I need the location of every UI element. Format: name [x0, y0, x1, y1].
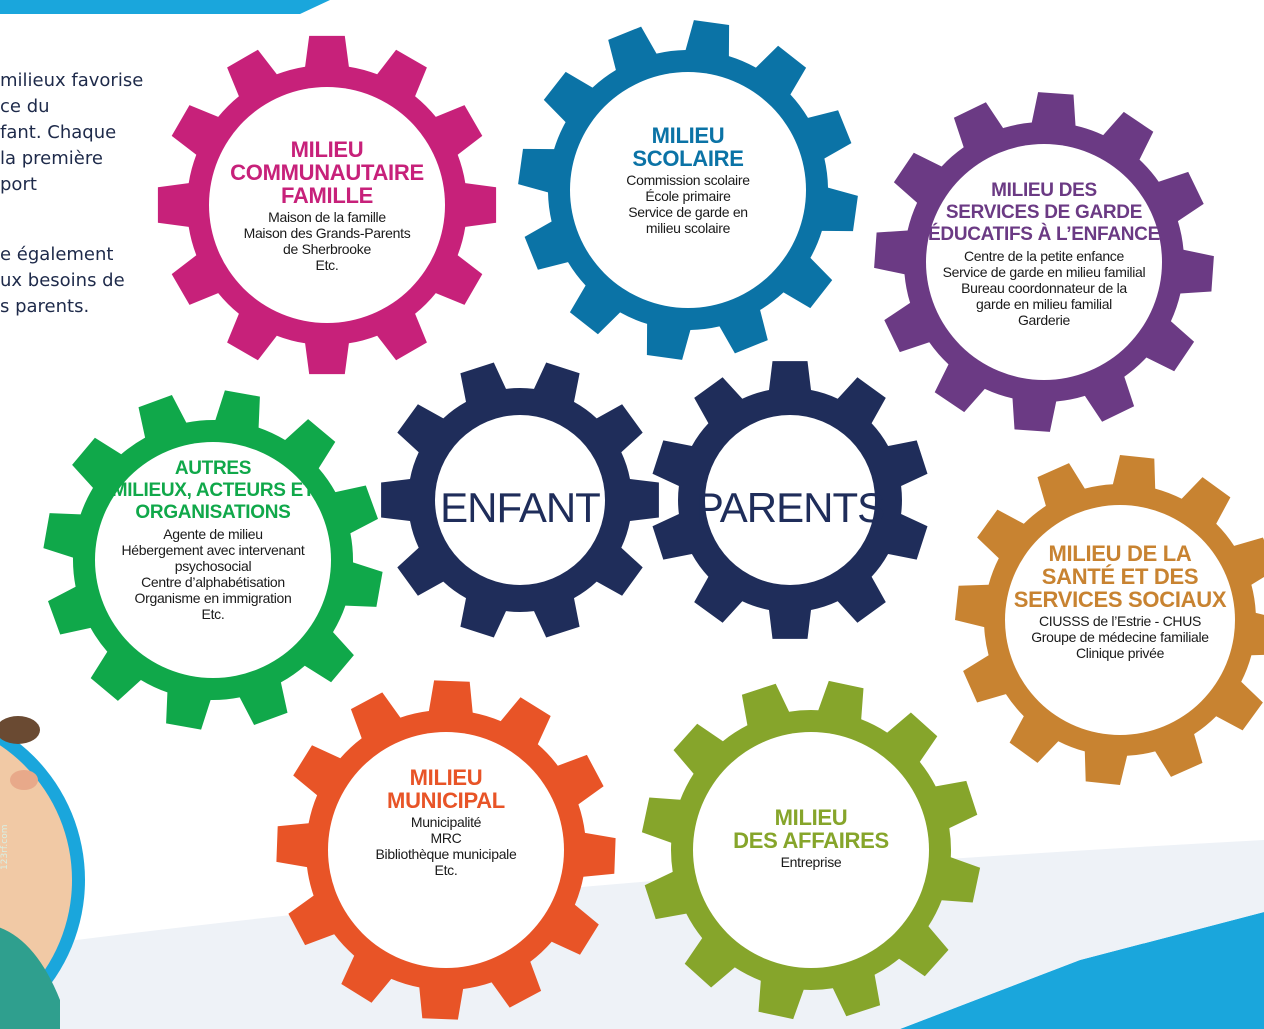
gear-label-communautaire: MILIEU COMMUNAUTAIRE FAMILLE Maison de l… [230, 138, 424, 273]
intro-line: port [0, 174, 37, 195]
intro-line: s parents. [0, 296, 90, 317]
gear-item: Etc. [315, 257, 339, 273]
gear-title: MILIEU COMMUNAUTAIRE FAMILLE [230, 138, 424, 207]
gear-label-sante: MILIEU DE LA SANTÉ ET DES SERVICES SOCIA… [1013, 541, 1227, 661]
gear-center [328, 732, 564, 968]
gear-title-line: AUTRES [174, 458, 252, 479]
gear-communautaire-gear-icon [157, 35, 497, 375]
gear-center [1005, 505, 1235, 735]
gear-parents-gear-icon [652, 361, 928, 639]
gear-item: Garderie [1017, 312, 1071, 328]
gear-item: Entreprise [780, 854, 842, 870]
gear-label-scolaire: MILIEU SCOLAIRE Commission scolaire Écol… [626, 124, 750, 236]
gear-title-line: MILIEU [651, 123, 725, 148]
gear-item: Maison de la famille [268, 209, 386, 225]
gear-item: Bureau coordonnateur de la [961, 280, 1127, 296]
child-photo [0, 716, 85, 1029]
gear-title-line: MUNICIPAL [387, 788, 505, 813]
gear-item: Etc. [201, 606, 225, 622]
intro-line: la première [0, 148, 103, 169]
gear-sante-gear-icon [955, 455, 1264, 785]
top-banner-shape [0, 0, 330, 14]
gear-affaires-gear-icon [641, 680, 981, 1020]
gear-item: Commission scolaire [626, 172, 750, 188]
gear-item: Organisme en immigration [134, 590, 292, 606]
gear-item: Agente de milieu [163, 526, 263, 542]
bottom-wave-shape [900, 912, 1264, 1029]
gear-title-line: MILIEU DES [991, 180, 1097, 201]
gear-title-line: SCOLAIRE [632, 146, 744, 171]
gear-municipal-gear-icon [276, 680, 616, 1020]
gear-title-line: SERVICES SOCIAUX [1013, 587, 1227, 612]
gear-center [705, 415, 875, 585]
gear-item: de Sherbrooke [283, 241, 371, 257]
intro-line: milieux favorise [0, 70, 144, 91]
gear-item: Maison des Grands-Parents [243, 225, 411, 241]
gear-item: Service de garde en [628, 204, 748, 220]
gear-center [570, 72, 806, 308]
gear-item: École primaire [645, 188, 731, 204]
gear-title: MILIEU DES AFFAIRES [733, 806, 889, 852]
intro-line: ce du [0, 96, 50, 117]
enfant-label: ENFANT [440, 484, 601, 531]
gear-enfant-gear-icon [381, 362, 659, 638]
photo-credit: 123rf.com [0, 824, 10, 870]
intro-line: fant. Chaque [0, 122, 117, 143]
gear-center [209, 87, 445, 323]
gear-title-line: MILIEU [774, 805, 848, 830]
gear-title-line: COMMUNAUTAIRE [230, 160, 424, 185]
gear-title-line: ÉDUCATIFS À L’ENFANCE [928, 224, 1160, 245]
gear-title-line: FAMILLE [280, 183, 374, 208]
gear-garde-gear-icon [874, 92, 1214, 432]
gear-title: MILIEU DE LA SANTÉ ET DES SERVICES SOCIA… [1013, 541, 1227, 612]
gear-title-line: ORGANISATIONS [135, 502, 291, 523]
gear-item: Centre d’alphabétisation [141, 574, 285, 590]
gear-autres-gear-icon [43, 390, 383, 730]
gear-title: MILIEU DES SERVICES DE GARDE ÉDUCATIFS À… [928, 180, 1160, 246]
gears-layer [43, 20, 1264, 1020]
gear-item: Hébergement avec intervenant [121, 542, 305, 558]
gear-item: milieu scolaire [645, 220, 731, 236]
gear-item: MRC [430, 830, 462, 846]
gear-center [435, 415, 605, 585]
gear-title-line: MILIEU [290, 137, 364, 162]
gear-item: Etc. [434, 862, 458, 878]
gear-center [95, 442, 331, 678]
gear-title: MILIEU MUNICIPAL [376, 766, 517, 812]
gear-title: AUTRES MILIEUX, ACTEURS ET ORGANISATIONS [112, 458, 315, 524]
gear-scolaire-gear-icon [518, 20, 858, 360]
intro-line: ux besoins de [0, 270, 125, 291]
gear-title-line: SANTÉ ET DES [1041, 564, 1199, 589]
gear-item: psychosocial [174, 558, 252, 574]
gear-item: Groupe de médecine familiale [1031, 629, 1209, 645]
gear-label-affaires: MILIEU DES AFFAIRES Entreprise [733, 806, 889, 870]
gear-item: Clinique privée [1075, 645, 1165, 661]
parents-label: PARENTS [695, 484, 885, 531]
gear-center [926, 144, 1162, 380]
gear-item: Centre de la petite enfance [963, 248, 1125, 264]
gear-title: MILIEU SCOLAIRE [626, 124, 749, 170]
gear-title-line: MILIEUX, ACTEURS ET [111, 480, 315, 501]
gear-center [693, 732, 929, 968]
gear-item: Service de garde en milieu familial [942, 264, 1146, 280]
gear-item: Bibliothèque municipale [375, 846, 517, 862]
gear-item: CIUSSS de l’Estrie - CHUS [1038, 613, 1202, 629]
gear-title-line: MILIEU [409, 765, 483, 790]
gear-label-municipal: MILIEU MUNICIPAL Municipalité MRC Biblio… [376, 766, 517, 878]
gear-title-line: DES AFFAIRES [733, 828, 889, 853]
gear-item: garde en milieu familial [976, 296, 1112, 312]
gear-label-garde: MILIEU DES SERVICES DE GARDE ÉDUCATIFS À… [928, 180, 1160, 328]
gear-title-line: MILIEU DE LA [1048, 541, 1192, 566]
gear-item: Municipalité [410, 814, 482, 830]
gear-title-line: SERVICES DE GARDE [945, 202, 1143, 223]
gear-label-autres: AUTRES MILIEUX, ACTEURS ET ORGANISATIONS… [112, 458, 315, 622]
intro-line: e également [0, 244, 114, 265]
